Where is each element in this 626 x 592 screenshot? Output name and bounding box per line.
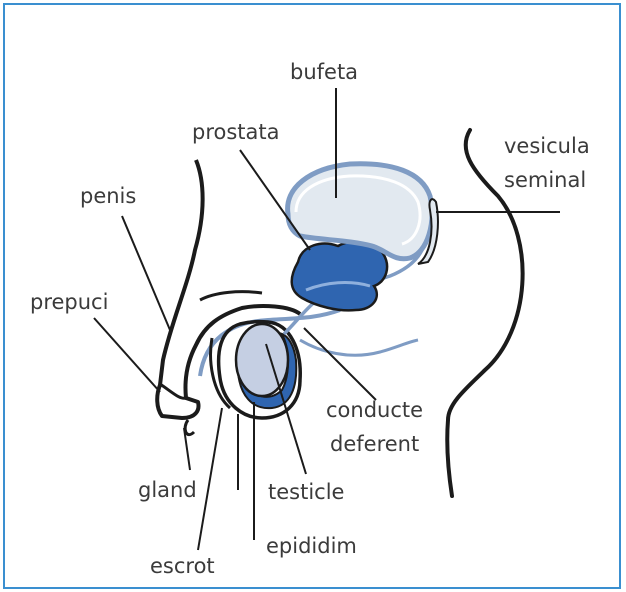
- prostate-shape: [292, 242, 387, 311]
- label-conducte-line1: conducte: [326, 400, 423, 421]
- label-testicle: testicle: [268, 482, 344, 503]
- label-escrot: escrot: [150, 556, 215, 577]
- label-conducte-line2: deferent: [330, 434, 419, 455]
- label-vesicula-line2: seminal: [504, 170, 586, 191]
- leader-conducte: [304, 328, 376, 400]
- label-bufeta: bufeta: [290, 62, 358, 83]
- label-gland: gland: [138, 480, 197, 501]
- leader-escrot: [198, 408, 222, 550]
- label-vesicula-line1: vesicula: [504, 136, 590, 157]
- leader-penis: [122, 216, 170, 330]
- label-epididim: epididim: [266, 536, 357, 557]
- leader-prepuci: [94, 318, 160, 392]
- bladder-shape: [288, 164, 432, 259]
- label-prostata: prostata: [192, 122, 280, 143]
- label-prepuci: prepuci: [30, 292, 108, 313]
- label-penis: penis: [80, 186, 136, 207]
- testicle-shape: [236, 324, 288, 396]
